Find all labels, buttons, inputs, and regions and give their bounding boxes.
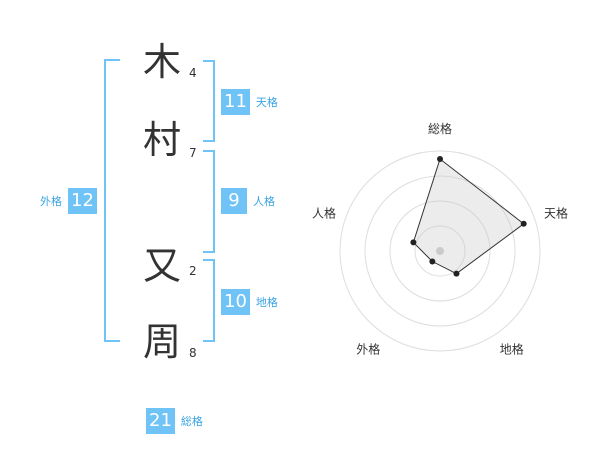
radar-points [410, 156, 527, 277]
chikaku-value: 10 [221, 289, 250, 315]
radar-axis-label-1: 総格 [428, 121, 452, 136]
radar-ring [389, 200, 491, 302]
radar-axis-label-4: 外格 [356, 342, 380, 357]
jinkaku-value: 9 [221, 188, 247, 214]
stroke-count-1: 4 [189, 66, 197, 80]
chikaku-badge: 10 地格 [221, 289, 278, 315]
gaikaku-bracket [104, 59, 120, 342]
radar-ring [414, 225, 466, 277]
radar-center-dot [436, 247, 444, 255]
radar-point-4 [429, 258, 436, 265]
tenkaku-value: 11 [221, 89, 250, 115]
radar-point-1 [437, 156, 443, 162]
gaikaku-label: 外格 [40, 195, 62, 208]
gaikaku-value: 12 [68, 188, 97, 214]
jinkaku-label: 人格 [253, 195, 275, 208]
gaikaku-badge: 外格 12 [40, 188, 97, 214]
soukaku-label: 総格 [180, 415, 203, 428]
name-char-4: 周 [142, 320, 181, 364]
stroke-count-2: 7 [189, 146, 197, 160]
radar-axis-label-5: 人格 [312, 205, 336, 220]
name-char-3: 又 [142, 244, 181, 288]
radar-axis-label-3: 地格 [500, 342, 524, 357]
radar-polygon [412, 158, 525, 275]
name-char-2: 村 [142, 118, 181, 162]
stroke-count-4: 8 [189, 346, 197, 360]
radar-rings [339, 150, 541, 352]
chikaku-label: 地格 [255, 296, 278, 309]
radar-ring [364, 175, 516, 327]
radar-point-3 [453, 270, 460, 277]
radar-ring [339, 150, 541, 352]
jinkaku-badge: 9 人格 [221, 188, 275, 214]
name-char-1: 木 [142, 40, 181, 84]
jinkaku-bracket [203, 150, 215, 253]
tenkaku-label: 天格 [255, 96, 278, 109]
chikaku-bracket [203, 259, 215, 342]
radar-polygon-group [412, 158, 525, 275]
stroke-count-3: 2 [189, 264, 197, 278]
soukaku-value: 21 [146, 408, 175, 434]
tenkaku-badge: 11 天格 [221, 89, 278, 115]
radar-axis-label-2: 天格 [544, 205, 568, 220]
tenkaku-bracket [203, 60, 215, 142]
soukaku-badge: 21 総格 [146, 408, 203, 434]
radar-point-5 [410, 239, 417, 246]
radar-point-2 [520, 220, 527, 227]
